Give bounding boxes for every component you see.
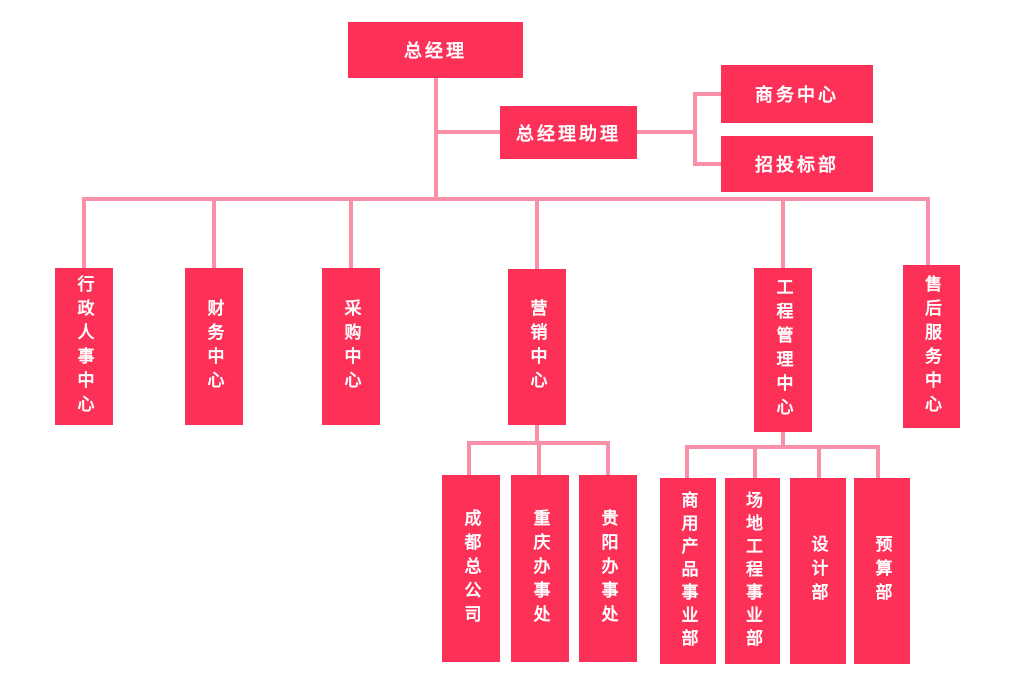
connector-assistant-right [637, 130, 695, 134]
org-node-general-manager: 总经理 [348, 22, 523, 78]
org-node-business-center: 商务中心 [721, 65, 873, 123]
connector-drop-budget [876, 445, 880, 478]
org-node-bidding-dept: 招投标部 [721, 136, 873, 192]
connector-assistant-bracket [693, 92, 697, 166]
connector-drop-chengdu [467, 441, 471, 475]
connector-drop-site-eng [753, 445, 757, 478]
connector-gm-vertical [434, 78, 438, 201]
connector-to-bidding-dept [693, 162, 721, 166]
org-node-budget-dept: 预算部 [854, 478, 910, 664]
org-node-engineering-mgmt-center: 工程管理中心 [754, 268, 812, 432]
org-node-chengdu-head-office: 成都总公司 [442, 475, 500, 662]
connector-drop-chongqing [537, 441, 541, 475]
connector-drop-admin-hr [82, 197, 86, 268]
org-node-guiyang-office: 贵阳办事处 [579, 475, 637, 662]
org-node-admin-hr-center: 行政人事中心 [55, 268, 113, 425]
org-node-commercial-products-div: 商用产品事业部 [660, 478, 716, 664]
connector-drop-aftersales [926, 197, 930, 265]
connector-drop-engineering [781, 197, 785, 268]
connector-engineering-children-bar [685, 445, 880, 449]
connector-drop-design [817, 445, 821, 478]
org-node-marketing-center: 营销中心 [508, 269, 566, 425]
org-node-design-dept: 设计部 [790, 478, 846, 664]
connector-to-business-center [693, 92, 721, 96]
connector-drop-commercial [685, 445, 689, 478]
connector-drop-finance [212, 197, 216, 268]
connector-drop-procurement [349, 197, 353, 268]
connector-drop-marketing [535, 197, 539, 269]
org-node-gm-assistant: 总经理助理 [500, 106, 637, 159]
connector-marketing-down [535, 425, 539, 445]
connector-main-horizontal [82, 197, 930, 201]
connector-engineering-down [781, 432, 785, 449]
org-node-aftersales-service-center: 售后服务中心 [903, 265, 960, 428]
connector-gm-to-assistant [436, 130, 500, 134]
org-node-chongqing-office: 重庆办事处 [511, 475, 569, 662]
org-node-procurement-center: 采购中心 [322, 268, 380, 425]
org-node-site-engineering-div: 场地工程事业部 [725, 478, 780, 664]
org-node-finance-center: 财务中心 [185, 268, 243, 425]
connector-drop-guiyang [606, 441, 610, 475]
